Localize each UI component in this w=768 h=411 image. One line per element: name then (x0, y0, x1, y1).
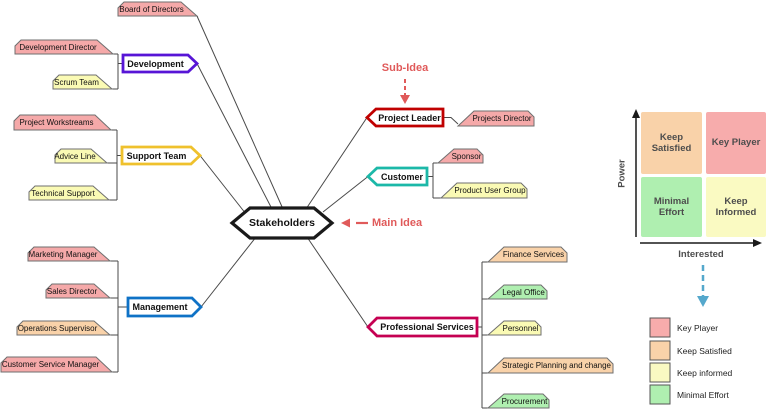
topic-label-finance-services[interactable]: Finance Services (502, 250, 565, 259)
topic-label-procurement[interactable]: Procurement (501, 396, 548, 406)
topic-shape-advice-line[interactable] (54, 148, 109, 164)
topic-label-operations-supervisor[interactable]: Operations Supervisor (17, 323, 98, 333)
topic-label-product-user-group[interactable]: Product User Group (454, 186, 526, 195)
topic-shape-personnel[interactable] (486, 320, 542, 336)
topic-label-legal-office[interactable]: Legal Office (502, 287, 545, 297)
branch-label-development[interactable]: Development (127, 58, 184, 69)
topic-shape-sales-director[interactable] (45, 283, 112, 299)
development-children-bracket (112, 53, 123, 90)
topic-shape-technical-support[interactable] (28, 185, 111, 201)
topic-label-strategic-planning[interactable]: Strategic Planning and change (502, 361, 611, 370)
topic-label-development-director[interactable]: Development Director (19, 42, 97, 52)
legend-label-key-player: Key Player (677, 322, 719, 333)
branch-label-customer[interactable]: Customer (380, 171, 423, 182)
topic-label-sales-director[interactable]: Sales Director (46, 286, 98, 296)
quadrant-text: Minimal Effort (653, 195, 690, 218)
legend-label-minimal-effort: Minimal Effort (677, 389, 729, 400)
legend-pointer-arrowhead (697, 296, 709, 307)
topic-label-scrum-team[interactable]: Scrum Team (54, 77, 99, 87)
legend-label-keep-informed: Keep informed (677, 367, 733, 378)
topic-shape-projects-director[interactable] (456, 110, 535, 127)
quadrant-label-keep-informed: Keep Informed (706, 177, 766, 237)
main-idea-arrowhead (341, 218, 350, 228)
topic-shape-procurement[interactable] (486, 393, 550, 409)
legend-swatch-keep-satisfied (649, 340, 671, 361)
central-topic-shape[interactable] (229, 206, 335, 240)
branch-label-management[interactable]: Management (132, 302, 188, 312)
topic-label-advice-line[interactable]: Advice Line (54, 151, 96, 161)
sub-idea-label: Sub-Idea (381, 61, 429, 74)
support-team-children-bracket (107, 129, 122, 201)
quadrant-minimal-effort (641, 177, 702, 237)
branch-label-project-leader[interactable]: Project Leader (378, 112, 441, 123)
branch-shape-project-leader[interactable] (364, 107, 445, 128)
topic-label-projects-director[interactable]: Projects Director (472, 114, 532, 123)
branch-shape-management[interactable] (126, 296, 203, 318)
quadrant-text: Keep Informed (715, 195, 757, 218)
topic-label-marketing-manager[interactable]: Marketing Manager (28, 249, 98, 259)
topic-label-technical-support[interactable]: Technical Support (31, 188, 95, 198)
branch-shape-customer[interactable] (365, 166, 429, 187)
topic-label-project-workstreams[interactable]: Project Workstreams (19, 118, 94, 127)
quadrant-text: Keep Satisfied (651, 131, 692, 154)
topic-shape-product-user-group[interactable] (439, 182, 528, 199)
topic-shape-sponsor[interactable] (436, 148, 484, 164)
customer-children-bracket (427, 162, 441, 199)
professional-services-children-bracket (477, 261, 488, 409)
legend-swatch-minimal-effort (649, 384, 671, 405)
central-topic-label[interactable]: Stakeholders (249, 217, 315, 229)
topic-shape-legal-office[interactable] (486, 284, 548, 300)
topic-label-sponsor[interactable]: Sponsor (451, 151, 482, 161)
main-idea-label: Main Idea (372, 217, 423, 229)
quadrant-label-key-player: Key Player (706, 112, 766, 174)
topic-label-customer-service-manager[interactable]: Customer Service Manager (1, 360, 100, 369)
branch-shape-development[interactable] (121, 53, 200, 74)
branch-label-support-team[interactable]: Support Team (126, 150, 187, 161)
topic-shape-finance-services[interactable] (486, 246, 568, 263)
power-axis-label: Power (616, 159, 628, 188)
legend-swatch-keep-informed (649, 362, 671, 383)
legend-swatch-key-player (649, 317, 671, 338)
quadrant-key-player (706, 112, 766, 174)
topic-label-board-of-directors[interactable]: Board of Directors (119, 4, 184, 14)
topic-shape-project-workstreams[interactable] (13, 114, 113, 131)
quadrant-label-minimal-effort: Minimal Effort (641, 177, 702, 237)
topic-shape-scrum-team[interactable] (52, 74, 114, 90)
topic-shape-board-of-directors[interactable] (117, 1, 199, 17)
topic-shape-marketing-manager[interactable] (27, 246, 112, 262)
quadrant-keep-informed (706, 177, 766, 237)
topic-shape-customer-service-manager[interactable] (0, 356, 114, 373)
branch-shape-support-team[interactable] (120, 145, 203, 166)
matrix-x-axis-arrowhead (753, 239, 762, 247)
topic-shape-operations-supervisor[interactable] (16, 320, 112, 336)
radial-connectors (196, 15, 369, 328)
topic-shape-strategic-planning[interactable] (486, 357, 614, 374)
sub-idea-arrowhead (400, 95, 410, 104)
topic-shape-development-director[interactable] (14, 39, 115, 55)
topic-label-personnel[interactable]: Personnel (502, 323, 539, 333)
branch-shape-professional-services[interactable] (366, 316, 479, 338)
projects-director-connector (443, 117, 459, 125)
quadrant-label-keep-satisfied: Keep Satisfied (641, 112, 702, 174)
quadrant-keep-satisfied (641, 112, 702, 174)
branch-label-professional-services[interactable]: Professional Services (380, 322, 474, 332)
management-children-bracket (110, 260, 128, 373)
interested-axis-label: Interested (678, 249, 724, 260)
quadrant-text: Key Player (711, 137, 761, 149)
legend-label-keep-satisfied: Keep Satisfied (677, 345, 732, 356)
matrix-y-axis-arrowhead (632, 109, 640, 118)
